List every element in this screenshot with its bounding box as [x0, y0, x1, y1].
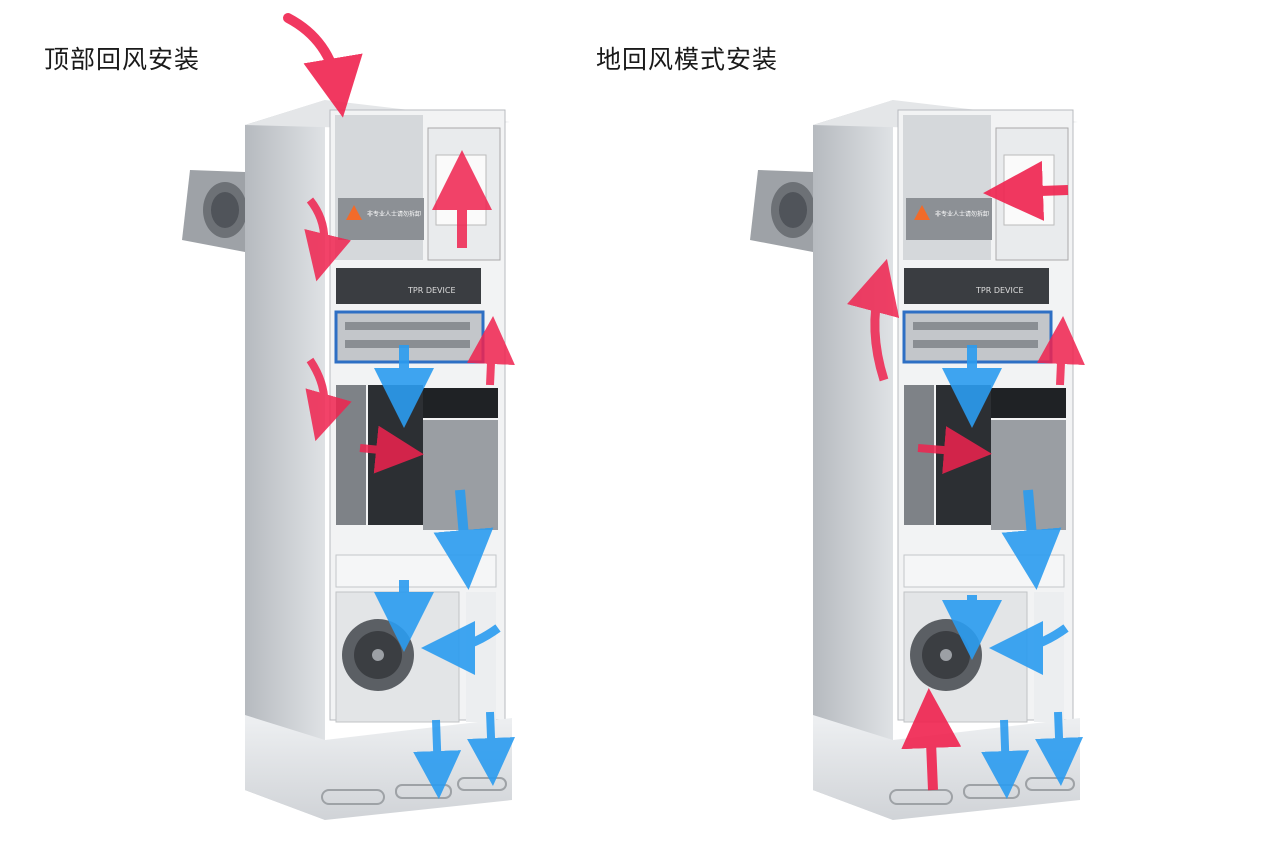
title-top-return-installation: 顶部回风安装: [44, 45, 201, 74]
supply-air-arrows: [374, 345, 516, 799]
return-air-arrows: [846, 160, 1085, 791]
supply-air-arrows: [942, 345, 1084, 799]
filter-frame: [904, 385, 934, 525]
tpr-device-label: TPR DEVICE: [975, 286, 1024, 295]
ionizer-module: [902, 310, 1053, 364]
tpr-device: [336, 268, 481, 304]
cabinet-top-return: 非专业人士请勿拆卸 TPR DEVICE: [182, 13, 516, 820]
ionizer-module: [334, 310, 485, 364]
return-air-arrows: [283, 13, 515, 474]
filter-frame: [336, 385, 366, 525]
warning-icon: [346, 205, 362, 220]
side-duct-hood: [182, 170, 247, 252]
warning-text: 非专业人士请勿拆卸: [367, 210, 421, 218]
side-duct-hood: [750, 170, 815, 252]
tpr-device-label: TPR DEVICE: [407, 286, 456, 295]
tpr-device: [904, 268, 1049, 304]
warning-text: 非专业人士请勿拆卸: [935, 210, 989, 218]
title-floor-return-installation: 地回风模式安装: [596, 45, 779, 74]
cabinet-side-panel: [813, 100, 893, 820]
cabinet-floor-return: 非专业人士请勿拆卸 TPR DEVICE: [750, 100, 1085, 820]
warning-icon: [914, 205, 930, 220]
